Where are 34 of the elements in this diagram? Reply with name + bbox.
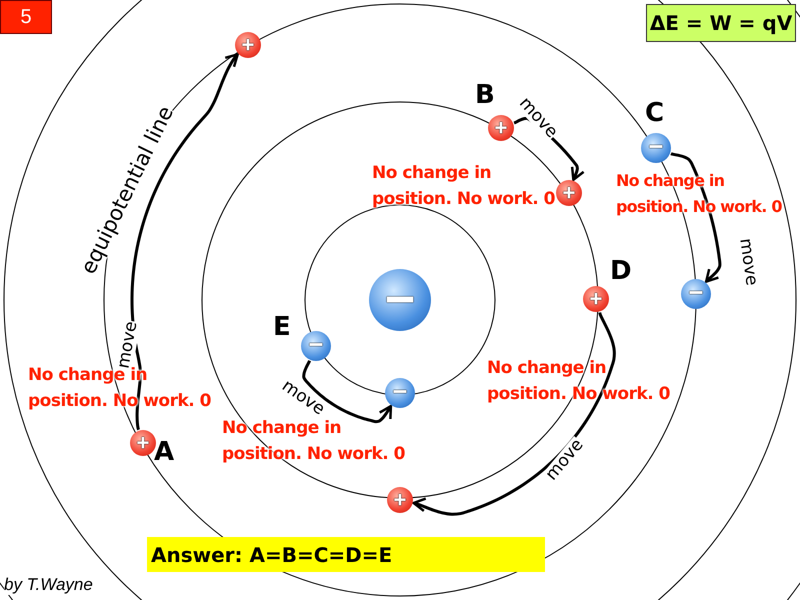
- charge-sign: −: [648, 135, 664, 161]
- positive-charge: [130, 430, 156, 456]
- negative-charge: [681, 279, 711, 309]
- formula-box: ΔE = W = qV: [646, 4, 796, 42]
- arrow: [130, 53, 239, 430]
- arrow: [412, 312, 616, 516]
- positive-charge: [488, 115, 514, 141]
- negative-charge: [385, 378, 415, 408]
- point-label: B: [475, 80, 495, 110]
- positive-charge: [556, 180, 582, 206]
- negative-charge: [301, 331, 331, 361]
- charge-sign: +: [562, 182, 576, 204]
- charge-sign: −: [688, 281, 704, 307]
- note: No change in position. No work. 0: [372, 162, 556, 211]
- charge-sign: +: [136, 432, 150, 454]
- positive-charge: [583, 286, 609, 312]
- point-label: E: [273, 312, 291, 342]
- point-label: A: [154, 437, 174, 467]
- charge-sign: −: [384, 274, 416, 326]
- answer-banner: Answer: A=B=C=D=E: [147, 537, 545, 572]
- point-label: C: [645, 98, 664, 128]
- positive-charge: [235, 32, 261, 58]
- charge-sign: +: [242, 34, 254, 56]
- slide-number: 5: [0, 0, 52, 34]
- charge-sign: −: [308, 333, 324, 359]
- point-label: D: [610, 256, 632, 286]
- charge-sign: +: [494, 116, 508, 140]
- charge-sign: −: [392, 380, 408, 406]
- positive-charge: [387, 487, 413, 513]
- charge-sign: +: [394, 488, 406, 512]
- note: No change in position. No work. 0: [487, 357, 672, 406]
- charge-sign: +: [590, 288, 602, 310]
- author-credit: by T.Wayne: [4, 575, 93, 595]
- negative-charge: [641, 133, 671, 163]
